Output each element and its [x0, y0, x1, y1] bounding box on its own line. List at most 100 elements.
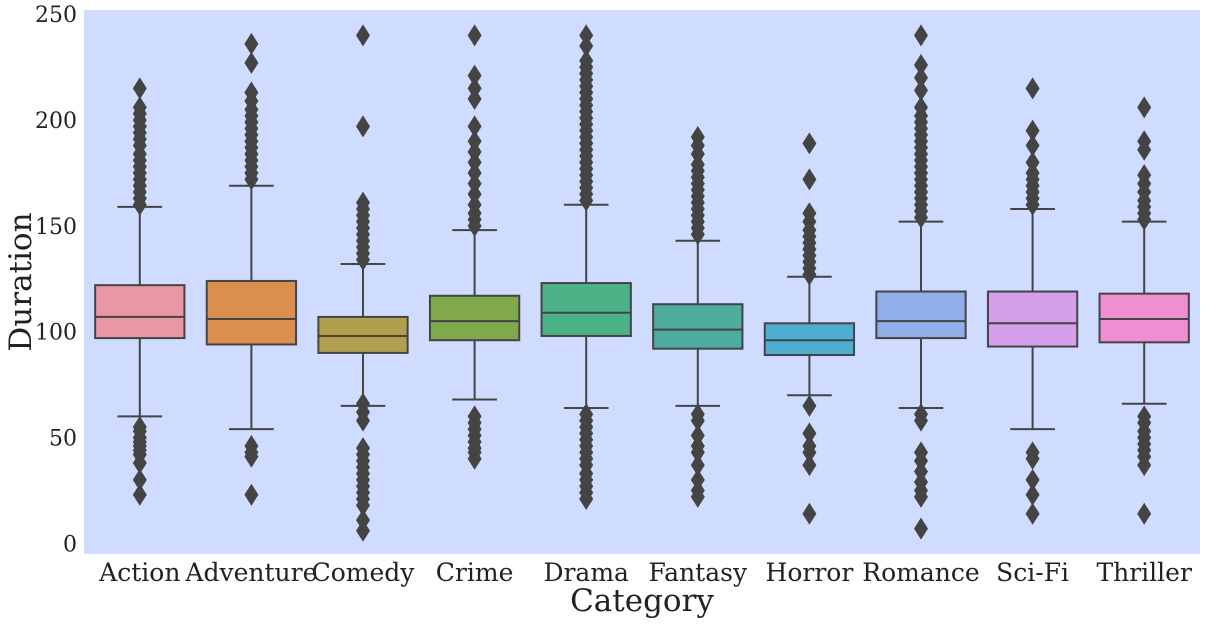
y-axis-title: Duration [3, 212, 39, 351]
outlier-marker [1025, 441, 1040, 464]
outlier-marker [467, 64, 482, 87]
outlier-marker [1025, 151, 1040, 174]
outlier-marker [1025, 119, 1040, 142]
outlier-marker [579, 49, 594, 72]
box-iqr [540, 282, 632, 337]
box-group [986, 77, 1079, 525]
box-group [205, 32, 298, 506]
box-iqr [428, 294, 521, 342]
outlier-marker [802, 394, 817, 417]
outlier-marker [914, 517, 928, 540]
outlier-marker [356, 392, 370, 415]
y-axis-ticks: 0 50 100 150 200 250 [35, 3, 77, 557]
box-group [763, 132, 856, 525]
outlier-marker [132, 415, 147, 438]
x-tick-label: Thriller [1096, 558, 1192, 587]
outlier-marker [244, 435, 259, 458]
outlier-marker [467, 405, 482, 428]
outlier-marker [914, 403, 928, 426]
box-group [652, 126, 744, 508]
outlier-marker [132, 96, 147, 119]
outlier-marker [802, 168, 817, 191]
outlier-marker [802, 422, 817, 445]
box-iqr [652, 303, 744, 350]
outlier-marker [802, 132, 817, 155]
box-iqr [1098, 292, 1190, 344]
outlier-marker [1137, 164, 1152, 187]
outlier-marker [1025, 483, 1040, 506]
outlier-marker [914, 66, 928, 89]
outlier-marker [690, 424, 705, 447]
y-tick-label: 50 [49, 427, 77, 452]
outlier-marker [690, 126, 705, 149]
x-tick-label: Adventure [184, 558, 317, 587]
outlier-marker [356, 437, 370, 460]
outlier-marker [914, 79, 928, 102]
y-tick-label: 100 [35, 321, 77, 346]
outlier-marker [244, 81, 259, 104]
box-iqr [205, 279, 298, 346]
y-tick-label: 200 [35, 109, 77, 134]
box-iqr [94, 284, 186, 340]
x-tick-label: Drama [543, 558, 629, 587]
box-series [94, 24, 1190, 542]
outlier-marker [690, 454, 705, 477]
outlier-marker [467, 77, 482, 100]
outlier-marker [1025, 134, 1040, 157]
box-group [317, 24, 409, 542]
outlier-marker [802, 454, 817, 477]
x-tick-label: Action [98, 558, 180, 587]
outlier-marker [690, 468, 705, 491]
outlier-marker [132, 77, 147, 100]
outlier-marker [467, 115, 482, 138]
outlier-marker [356, 115, 370, 138]
y-tick-label: 0 [63, 532, 77, 557]
box-group [875, 24, 967, 540]
outlier-marker [356, 24, 370, 47]
outlier-marker [1137, 405, 1152, 428]
box-group [540, 24, 632, 510]
box-group [1098, 96, 1190, 525]
outlier-marker [1025, 468, 1040, 491]
x-tick-label: Comedy [312, 558, 416, 587]
outlier-marker [914, 54, 928, 77]
outlier-marker [1137, 96, 1152, 119]
outlier-marker [802, 502, 817, 525]
outlier-marker [244, 483, 259, 506]
outlier-marker [356, 509, 370, 532]
outlier-marker [1137, 502, 1152, 525]
outlier-marker [244, 32, 259, 55]
box-iqr [317, 315, 409, 354]
x-tick-label: Horror [766, 558, 854, 587]
outlier-marker [914, 441, 928, 464]
outlier-marker [690, 403, 705, 426]
outlier-marker [802, 435, 817, 458]
x-tick-label: Crime [436, 558, 514, 587]
outlier-marker [1025, 77, 1040, 100]
outlier-marker [914, 24, 928, 47]
box-group [94, 77, 186, 506]
x-tick-label: Sci-Fi [996, 558, 1069, 587]
x-tick-label: Romance [862, 558, 979, 587]
outlier-marker [356, 191, 370, 214]
outlier-marker [802, 202, 817, 225]
x-tick-label: Fantasy [649, 558, 748, 587]
outlier-marker [244, 51, 259, 74]
outlier-marker [579, 403, 594, 426]
box-iqr [763, 322, 856, 357]
y-tick-label: 250 [35, 3, 77, 28]
y-tick-label: 150 [35, 215, 77, 240]
box-iqr [986, 290, 1079, 348]
outlier-marker [467, 130, 482, 153]
outlier-marker [1025, 502, 1040, 525]
box-group [428, 24, 521, 470]
outlier-marker [914, 96, 928, 119]
outlier-marker [467, 24, 482, 47]
outlier-marker [132, 483, 147, 506]
box-iqr [875, 290, 967, 340]
x-axis-title: Category [570, 583, 714, 619]
outlier-marker [1137, 130, 1152, 153]
outlier-marker [579, 24, 594, 47]
